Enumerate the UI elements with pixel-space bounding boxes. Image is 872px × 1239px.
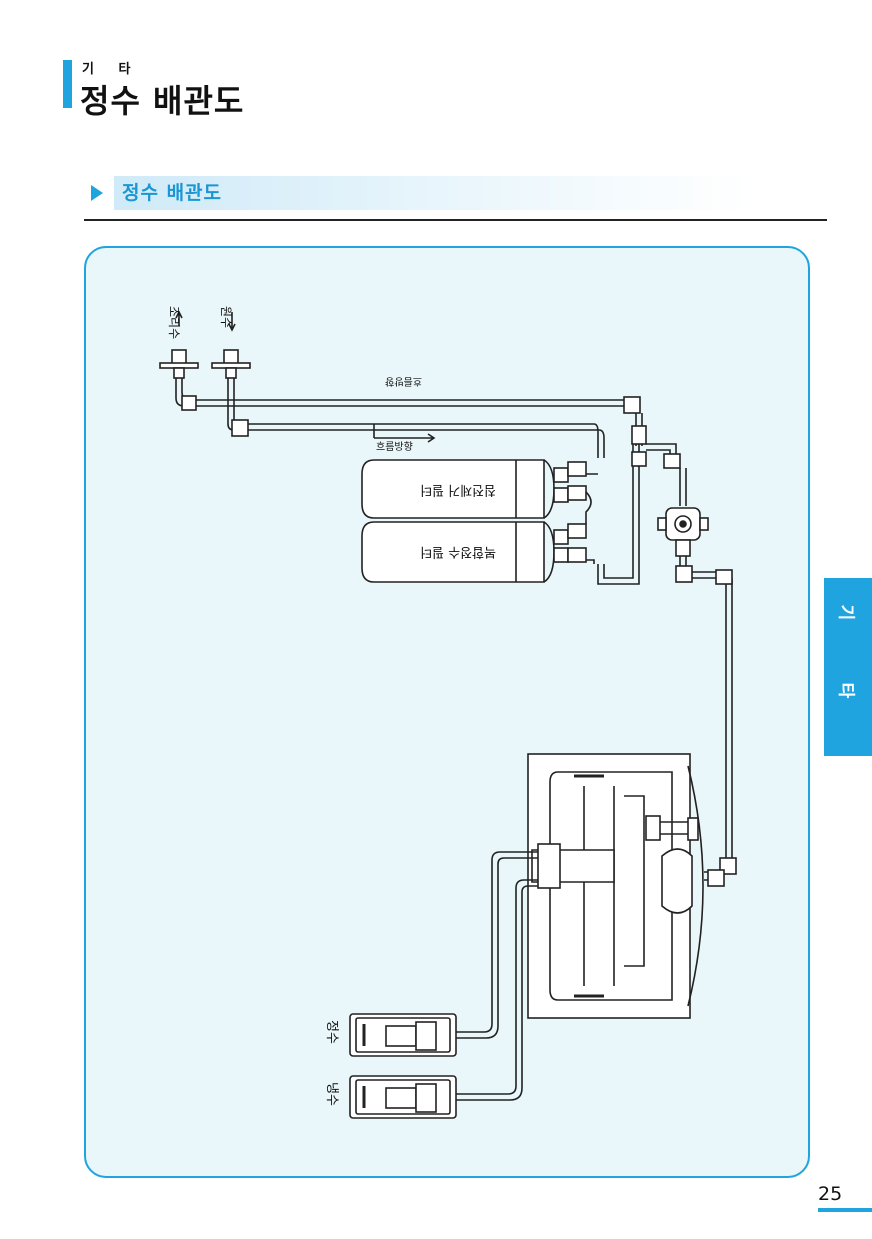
- side-tab-char-2: 타: [835, 682, 856, 699]
- page-number: 25: [818, 1183, 843, 1205]
- label-filter-post: 복합정수 필터: [420, 544, 496, 559]
- side-tab-char-1: 기: [835, 604, 856, 621]
- section-divider: [84, 219, 827, 221]
- label-flow-direction-mid: 흐름방향: [376, 441, 413, 453]
- section-band: [114, 176, 754, 210]
- label-outlet-pure: 정수: [324, 1020, 339, 1044]
- composite-filter: [361, 521, 587, 583]
- label-raw-water: 원수: [219, 306, 233, 328]
- label-flow-direction-top: 흐름방향: [385, 375, 422, 387]
- label-cooking-water: 조리수: [167, 306, 181, 339]
- page-number-underline: [818, 1208, 872, 1212]
- plumbing-diagram: 조리수 원수 흐름방향 흐름방향 침전제거 필터 복합정수 필터 정수 냉수: [159, 306, 737, 1119]
- water-tank-unit: [527, 753, 704, 1019]
- chapter-side-tab[interactable]: 기 타: [824, 578, 872, 756]
- title-accent-bar: [63, 60, 72, 108]
- triangle-right-icon: [91, 185, 103, 201]
- cold-water-tap: [349, 1075, 457, 1119]
- label-outlet-cold: 냉수: [324, 1082, 339, 1106]
- sediment-filter: [361, 459, 587, 519]
- pure-water-tap: [349, 1013, 457, 1057]
- cooking-water-inlet: [159, 310, 199, 379]
- label-filter-pre: 침전제거 필터: [420, 482, 496, 497]
- raw-water-inlet: [211, 312, 251, 379]
- section-title: 정수 배관도: [122, 182, 223, 204]
- page-title: 정수 배관도: [80, 82, 245, 120]
- pipe-raw: [227, 378, 605, 458]
- valve: [657, 507, 709, 557]
- category-label: 기 타: [82, 62, 141, 77]
